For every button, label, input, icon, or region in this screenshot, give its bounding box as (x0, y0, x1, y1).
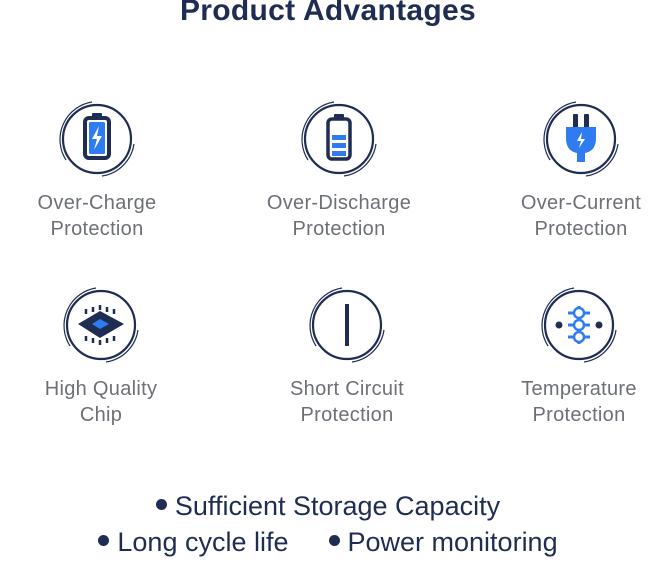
feature-label-line1: Over-Current (520, 192, 642, 214)
bullet-item: Long cycle life (98, 524, 289, 560)
feature-label-line1: Over-Charge (37, 192, 157, 214)
bullet-text: Sufficient Storage Capacity (174, 491, 501, 521)
feature-short-circuit: Short Circuit Protection (252, 280, 442, 428)
battery-charging-icon (52, 94, 142, 184)
bullet-dot-icon (328, 535, 340, 547)
feature-label-line2: Protection (534, 218, 628, 240)
bullet-dot-icon (155, 499, 167, 511)
bullet-item: Sufficient Storage Capacity (155, 488, 501, 524)
feature-label-line2: Protection (50, 218, 144, 240)
battery-level-icon (294, 94, 384, 184)
feature-over-discharge: Over-Discharge Protection (244, 94, 434, 242)
feature-label-line1: Temperature (521, 378, 637, 400)
page-title: Product Advantages (179, 0, 476, 27)
bullet-text: Long cycle life (117, 527, 289, 557)
feature-high-quality-chip: High Quality Chip (6, 280, 196, 428)
chip-icon (56, 280, 146, 370)
bullet-dot-icon (98, 535, 110, 547)
feature-label-line2: Chip (79, 404, 123, 426)
bullet-text: Power monitoring (347, 527, 558, 557)
feature-label-line1: High Quality (44, 378, 158, 400)
feature-over-charge: Over-Charge Protection (2, 94, 192, 242)
bullet-item: Power monitoring (328, 524, 558, 560)
feature-label-line2: Protection (300, 404, 394, 426)
power-plug-icon (536, 94, 626, 184)
feature-over-current: Over-Current Protection (486, 94, 656, 242)
temperature-sliders-icon (534, 280, 624, 370)
short-circuit-line-icon (302, 280, 392, 370)
feature-label-line1: Short Circuit (290, 378, 404, 400)
feature-label-line1: Over-Discharge (266, 192, 412, 214)
feature-temperature: Temperature Protection (484, 280, 656, 428)
feature-label-line2: Protection (292, 218, 386, 240)
feature-label-line2: Protection (532, 404, 626, 426)
feature-bullet-list: Sufficient Storage Capacity Long cycle l… (0, 488, 656, 560)
